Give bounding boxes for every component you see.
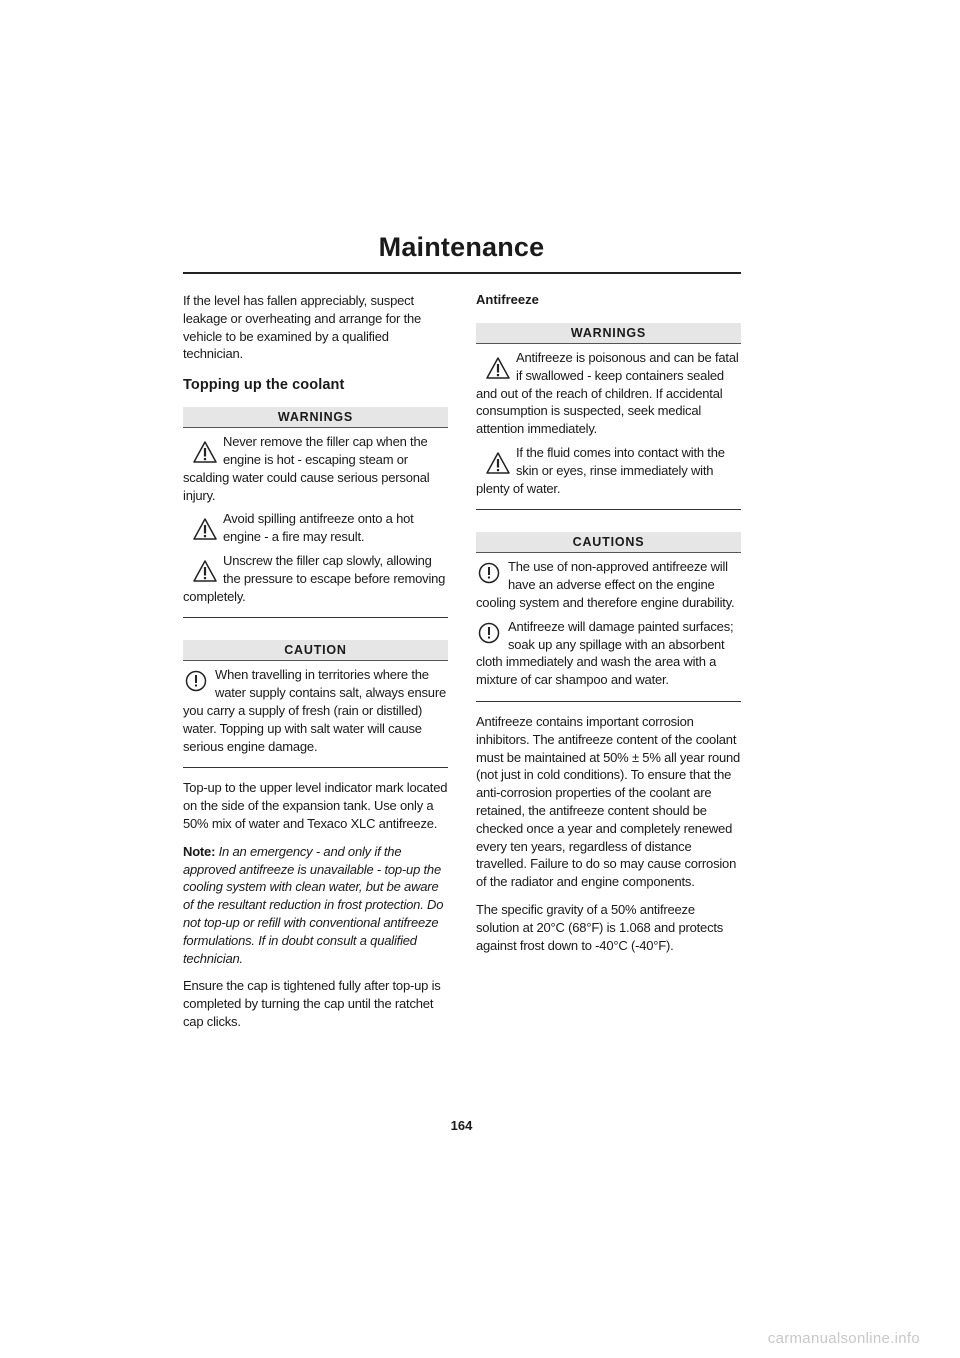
warning-triangle-icon bbox=[193, 441, 217, 463]
title-divider bbox=[183, 272, 741, 274]
warning-text: Never remove the filler cap when the eng… bbox=[183, 434, 430, 503]
topup-paragraph: Top-up to the upper level indicator mark… bbox=[183, 780, 448, 831]
note-text: In an emergency - and only if the approv… bbox=[183, 843, 444, 966]
warning-text: Unscrew the filler cap slowly, allowing … bbox=[183, 552, 446, 604]
caution-item: The use of non-approved antifreeze will … bbox=[476, 558, 741, 611]
warning-item: Antifreeze is poisonous and can be fatal… bbox=[476, 349, 741, 438]
warning-text: If the fluid comes into contact with the… bbox=[476, 444, 725, 496]
caution-text: The use of non-approved antifreeze will … bbox=[476, 559, 735, 610]
cautions-box-antifreeze: CAUTIONS The use of non-approved antifre… bbox=[476, 532, 741, 702]
caution-circle-icon bbox=[478, 622, 502, 644]
cautions-heading: CAUTIONS bbox=[476, 532, 741, 554]
warning-triangle-icon bbox=[193, 560, 217, 582]
note-paragraph: Note: In an emergency - and only if the … bbox=[183, 843, 448, 968]
warning-item: Avoid spilling antifreeze onto a hot eng… bbox=[183, 510, 448, 546]
page-title: Maintenance bbox=[378, 232, 545, 262]
cap-paragraph: Ensure the cap is tightened fully after … bbox=[183, 978, 441, 1029]
caution-text: When travelling in territories where the… bbox=[183, 667, 446, 754]
warning-item: Unscrew the filler cap slowly, allowing … bbox=[183, 552, 448, 605]
caution-circle-icon bbox=[478, 562, 502, 584]
intro-paragraph: If the level has fallen appreciably, sus… bbox=[183, 293, 422, 362]
caution-item: Antifreeze will damage painted surfaces;… bbox=[476, 618, 741, 689]
caution-item: When travelling in territories where the… bbox=[183, 666, 448, 755]
caution-text: Antifreeze will damage painted surfaces;… bbox=[476, 618, 734, 688]
section-title-topping-up: Topping up the coolant bbox=[183, 377, 345, 394]
warnings-box-antifreeze: WARNINGS Antifreeze is poisonous and can… bbox=[476, 323, 741, 511]
warning-item: If the fluid comes into contact with the… bbox=[476, 444, 741, 497]
warning-triangle-icon bbox=[486, 452, 510, 474]
caution-heading: CAUTION bbox=[183, 640, 448, 662]
section-title-antifreeze: Antifreeze bbox=[476, 292, 539, 307]
caution-box-salt-water: CAUTION When travelling in territories w… bbox=[183, 640, 448, 769]
caution-circle-icon bbox=[185, 670, 209, 692]
warning-triangle-icon bbox=[193, 518, 217, 541]
warning-text: Avoid spilling antifreeze onto a hot eng… bbox=[223, 511, 414, 545]
warnings-box-coolant: WARNINGS Never remove the filler cap whe… bbox=[183, 407, 448, 619]
warning-item: Never remove the filler cap when the eng… bbox=[183, 433, 448, 504]
warnings-heading: WARNINGS bbox=[183, 407, 448, 429]
warning-triangle-icon bbox=[486, 357, 510, 379]
note-label: Note: bbox=[183, 843, 216, 859]
page-number: 164 bbox=[450, 1118, 473, 1133]
warnings-heading: WARNINGS bbox=[476, 323, 741, 344]
watermark: carmanualsonline.info bbox=[767, 1330, 920, 1347]
specific-gravity-paragraph: The specific gravity of a 50% antifreeze… bbox=[476, 901, 724, 953]
right-column: Antifreeze WARNINGS Antifreeze is poison… bbox=[476, 292, 741, 964]
corrosion-paragraph: Antifreeze contains important corrosion … bbox=[476, 713, 741, 890]
left-column: If the level has fallen appreciably, sus… bbox=[183, 292, 448, 1041]
warning-text: Antifreeze is poisonous and can be fatal… bbox=[476, 350, 739, 437]
